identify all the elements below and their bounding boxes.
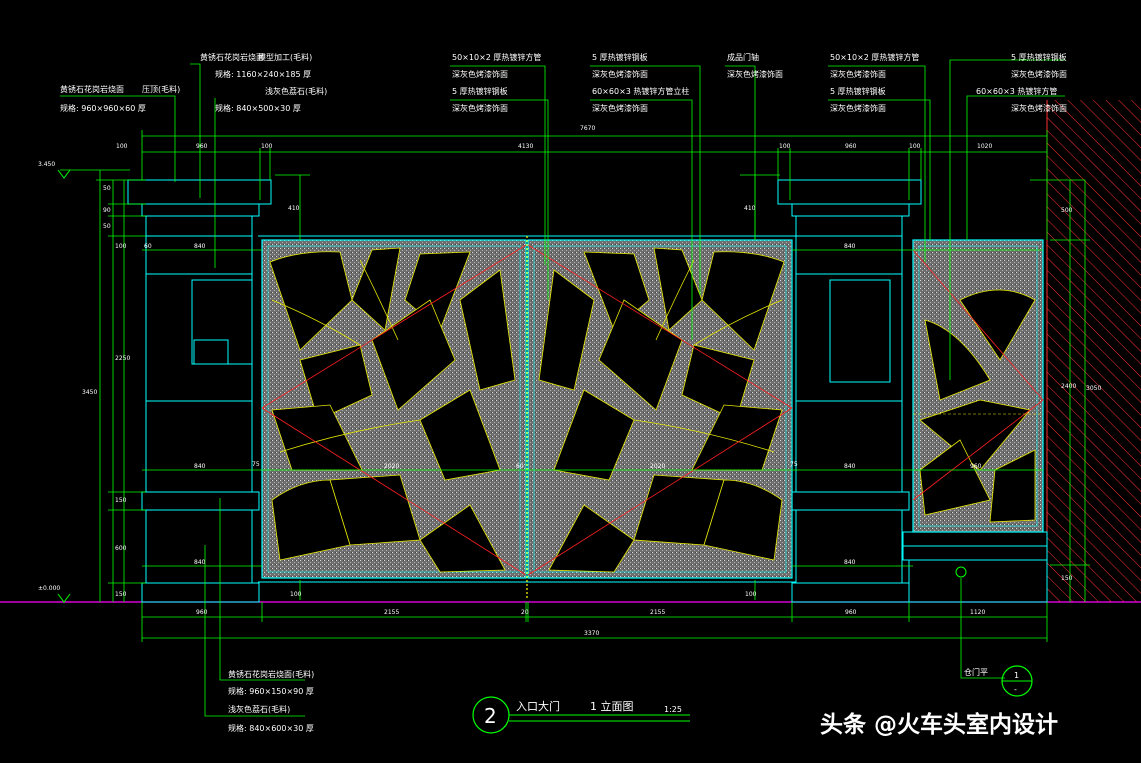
- dim-post-gap-left: 100: [290, 591, 302, 598]
- dim-left-total: 3450: [82, 389, 97, 396]
- dim-gate-cap-left: 410: [288, 205, 300, 212]
- dim-post-side-right: 75: [790, 461, 798, 468]
- dim-left-v-6: 600: [115, 545, 127, 552]
- note-1-sub: 压顶(毛料): [142, 84, 180, 94]
- level-top: 3.450: [38, 161, 55, 168]
- dim-gate-mid: 60: [516, 463, 524, 470]
- left-pier: [127, 179, 272, 603]
- note-4-line4: 深灰色烤漆饰面: [452, 103, 508, 113]
- dim-bottom-4: 960: [845, 609, 857, 616]
- dim-right-total: 3050: [1086, 385, 1101, 392]
- note-3-title: 浅灰色荔石(毛料): [265, 86, 327, 96]
- note-4-line3: 5 厚热镀锌钢板: [452, 86, 508, 96]
- section-mark-bottom: -: [1014, 685, 1017, 694]
- title-name: 入口大门: [516, 699, 560, 713]
- dim-top-5: 960: [845, 143, 857, 150]
- section-mark: [1001, 665, 1033, 697]
- annotation-text: 黄锈石花岗岩烧面 压顶(毛料) 规格: 960×960×60 厚 黄锈石花岗岩烧…: [38, 52, 1101, 738]
- dim-top-2: 100: [261, 143, 273, 150]
- note-7-line4: 深灰色烤漆饰面: [830, 103, 886, 113]
- dim-top-0: 100: [116, 143, 128, 150]
- note-7-line1: 50×10×2 厚热镀锌方管: [830, 52, 919, 62]
- note-5-line3: 60×60×3 热镀锌方管立柱: [592, 86, 689, 96]
- level-markers: [57, 169, 71, 603]
- dim-right-v-2: 150: [1061, 575, 1073, 582]
- note-8-line1: 5 厚热镀锌钢板: [1011, 52, 1067, 62]
- small-gate: [902, 239, 1048, 603]
- dim-post-side-left: 75: [252, 461, 260, 468]
- dim-pier-left-mid: 840: [194, 463, 206, 470]
- dim-bottom-1: 2155: [384, 609, 399, 616]
- note-8-line3: 60×60×3 热镀锌方管: [976, 86, 1057, 96]
- note-5-line1: 5 厚热镀锌钢板: [592, 52, 648, 62]
- note-6-line2: 深灰色烤漆饰面: [727, 69, 783, 79]
- dim-left-v-3: 100: [115, 243, 127, 250]
- dim-small-gate: 960: [970, 463, 982, 470]
- section-mark-top: 1: [1014, 671, 1019, 680]
- note-5-line2: 深灰色烤漆饰面: [592, 69, 648, 79]
- note-9-title: 黄锈石花岗岩烧面(毛料): [228, 669, 314, 679]
- note-7-line2: 深灰色烤漆饰面: [830, 69, 886, 79]
- dim-bottom-3: 2155: [650, 609, 665, 616]
- leader-lines: [60, 59, 1065, 717]
- dim-pier-right-low: 840: [844, 559, 856, 566]
- note-2-spec: 规格: 1160×240×185 厚: [215, 69, 311, 79]
- title-block: [472, 696, 690, 734]
- title-view: 1 立面图: [590, 699, 634, 713]
- dim-top-6: 100: [909, 143, 921, 150]
- wall-hatch: [1047, 100, 1141, 602]
- dim-bottom-2: 20: [521, 609, 529, 616]
- note-10-spec: 规格: 840×600×30 厚: [228, 723, 314, 733]
- note-8-line4: 深灰色烤漆饰面: [1011, 103, 1067, 113]
- right-pier: [777, 179, 922, 603]
- dim-top-7: 1020: [977, 143, 992, 150]
- dim-gate-half-left: 2020: [384, 463, 399, 470]
- note-8-line2: 深灰色烤漆饰面: [1011, 69, 1067, 79]
- title-scale: 1:25: [664, 705, 682, 714]
- note-2-title: 黄锈石花岗岩烧面: [200, 52, 264, 62]
- dim-pier-right-mid: 840: [844, 463, 856, 470]
- dim-pier-right-upper: 840: [844, 243, 856, 250]
- dim-left-v-7: 150: [115, 591, 127, 598]
- dim-pier-left-side: 60: [144, 243, 152, 250]
- main-gate: [258, 235, 796, 600]
- note-1-spec: 规格: 960×960×60 厚: [60, 103, 146, 113]
- dim-left-v-0: 50: [103, 185, 111, 192]
- dim-gate-half-right: 2020: [650, 463, 665, 470]
- dim-top-4: 100: [779, 143, 791, 150]
- dim-left-v-1: 90: [103, 207, 111, 214]
- dim-bottom-total: 3370: [584, 630, 599, 637]
- level-ground: ±0.000: [38, 585, 60, 592]
- watermark: 头条 @火车头室内设计: [820, 711, 1058, 738]
- dim-top-3: 4130: [518, 143, 533, 150]
- dim-overall-top: 7670: [580, 125, 595, 132]
- dim-pier-left-low: 840: [194, 559, 206, 566]
- dimension-lines: [60, 130, 1090, 642]
- note-7-line3: 5 厚热镀锌钢板: [830, 86, 886, 96]
- dim-gate-cap-right: 410: [744, 205, 756, 212]
- dim-pier-left-upper: 840: [194, 243, 206, 250]
- note-4-line1: 50×10×2 厚热镀锌方管: [452, 52, 541, 62]
- note-6-line1: 成品门轴: [727, 52, 759, 62]
- note-11: 仓门平: [964, 667, 988, 677]
- dim-bottom-5: 1120: [970, 609, 985, 616]
- dim-left-v-2: 50: [103, 223, 111, 230]
- note-1-title: 黄锈石花岗岩烧面: [60, 84, 124, 94]
- dim-left-v-5: 150: [115, 497, 127, 504]
- note-5-line4: 深灰色烤漆饰面: [592, 103, 648, 113]
- note-4-line2: 深灰色烤漆饰面: [452, 69, 508, 79]
- dim-post-gap-right: 100: [745, 591, 757, 598]
- note-10-title: 浅灰色荔石(毛料): [228, 704, 290, 714]
- note-2-sub: 模型加工(毛料): [258, 52, 312, 62]
- note-3-spec: 规格: 840×500×30 厚: [215, 103, 301, 113]
- dim-right-v-0: 500: [1061, 207, 1073, 214]
- title-number: 2: [484, 704, 497, 728]
- dim-right-v-1: 2400: [1061, 383, 1076, 390]
- dim-top-1: 960: [196, 143, 208, 150]
- note-9-spec: 规格: 960×150×90 厚: [228, 686, 314, 696]
- dim-left-v-4: 2250: [115, 355, 130, 362]
- dim-bottom-0: 960: [196, 609, 208, 616]
